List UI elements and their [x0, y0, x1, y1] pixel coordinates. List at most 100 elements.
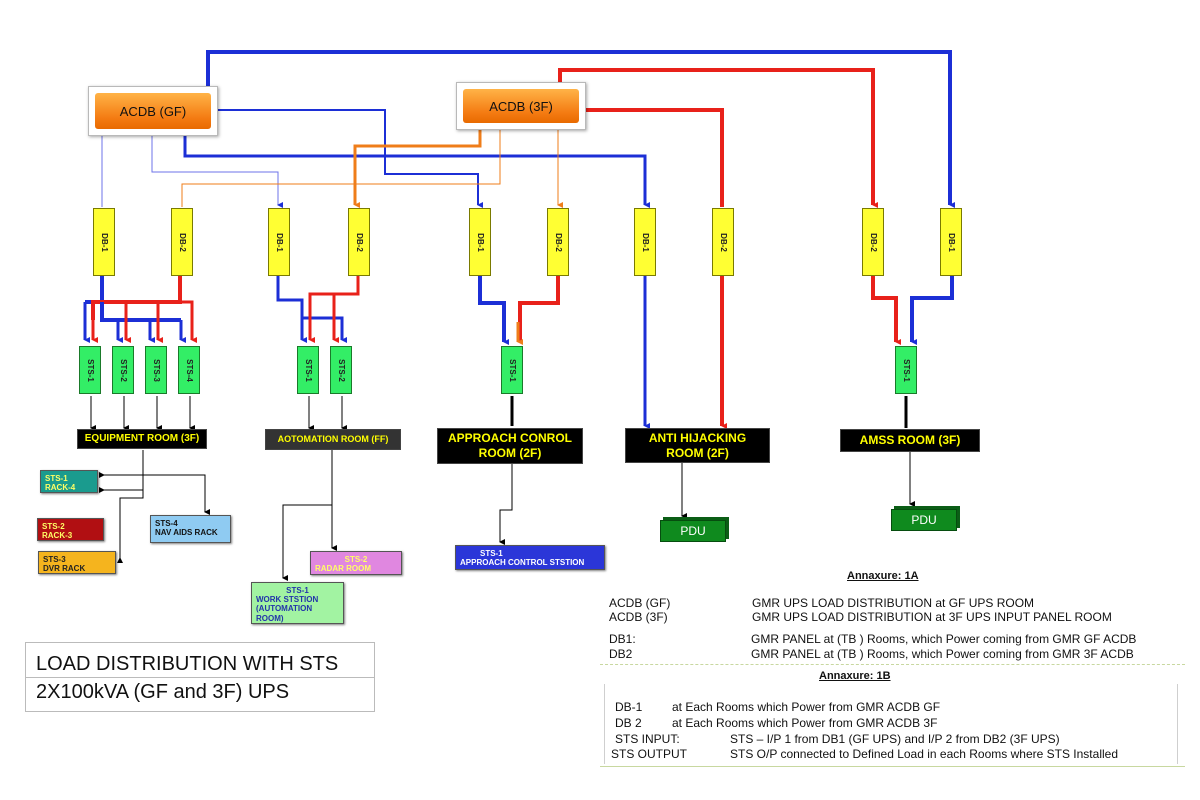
load-label: STS-3 — [43, 555, 66, 564]
db-label: DB-2 — [354, 232, 364, 252]
automation-sts1: STS-1 — [297, 346, 319, 394]
db-label: DB-2 — [553, 232, 563, 252]
annexure-1b-value: STS – I/P 1 from DB1 (GF UPS) and I/P 2 … — [730, 732, 1060, 746]
radar-room-load: STS-2 RADAR ROOM — [310, 551, 402, 575]
equipment-sts1: STS-1 — [79, 346, 101, 394]
automation-sts2: STS-2 — [330, 346, 352, 394]
sts-label: STS-2 — [118, 358, 128, 382]
acdb-3f-label: ACDB (3F) — [463, 89, 579, 123]
annexure-1a-key: DB2 — [609, 647, 633, 661]
anti-hijacking-pdu: PDU — [660, 520, 726, 542]
equipment-sts2: STS-2 — [112, 346, 134, 394]
room-label: ROOM (2F) — [666, 445, 729, 460]
rack3-load: STS-2 RACK-3 — [37, 518, 104, 541]
load-label: WORK STSTION — [256, 595, 319, 605]
db-label: DB-1 — [99, 232, 109, 252]
diagram-title-box: LOAD DISTRIBUTION WITH STS 2X100kVA (GF … — [25, 642, 375, 712]
sts-label: STS-1 — [901, 358, 911, 382]
annexure-1b-value: at Each Rooms which Power from GMR ACDB … — [672, 700, 941, 714]
db-label: DB-2 — [177, 232, 187, 252]
f3-feed-anti — [582, 108, 724, 207]
amss-pdu: PDU — [891, 509, 957, 531]
annexure-1a-key: ACDB (GF) — [609, 596, 671, 610]
load-label: STS-2 — [42, 522, 65, 531]
sts-label: STS-1 — [507, 358, 517, 382]
nav-aids-rack-load: STS-4 NAV AIDS RACK — [150, 515, 231, 543]
approach-db2: DB-2 — [547, 208, 569, 276]
annexure-divider — [600, 664, 1185, 665]
room-label: APPROACH CONROL — [447, 431, 572, 445]
annexure-1b-key: STS INPUT: — [615, 732, 680, 746]
load-label: STS-1 — [480, 549, 503, 558]
load-label: STS-1 — [45, 474, 68, 483]
dvr-rack-load: STS-3 DVR RACK — [38, 551, 116, 574]
anti-db1: DB-1 — [634, 208, 656, 276]
db-label: DB-1 — [274, 232, 284, 252]
annexure-1a-key: ACDB (3F) — [609, 610, 668, 624]
equipment-sts3: STS-3 — [145, 346, 167, 394]
acdb-gf-box: ACDB (GF) — [88, 86, 218, 136]
annexure-1a-heading: Annaxure: 1A — [847, 570, 919, 582]
annexure-bottom-line — [600, 766, 1185, 767]
sts-label: STS-1 — [85, 358, 95, 382]
sts-label: STS-1 — [303, 358, 313, 382]
load-label: RADAR ROOM — [315, 564, 371, 574]
load-label: ROOM) — [256, 613, 284, 623]
annexure-1b-key: DB-1 — [615, 700, 643, 714]
title-line-2: 2X100kVA (GF and 3F) UPS — [36, 681, 290, 703]
automation-db1: DB-1 — [268, 208, 290, 276]
load-label: STS-2 — [344, 555, 368, 564]
approach-db1: DB-1 — [469, 208, 491, 276]
f3-feed-amss — [558, 68, 878, 208]
automation-db2: DB-2 — [348, 208, 370, 276]
annexure-1b-heading: Annaxure: 1B — [819, 670, 891, 682]
approach-control-room: APPROACH CONROL ROOM (2F) — [437, 428, 583, 464]
approach-sts1: STS-1 — [501, 346, 523, 394]
load-label: STS-4 — [155, 519, 178, 528]
rack4-load: STS-1 RACK-4 — [40, 470, 98, 493]
annexure-1b-value: STS O/P connected to Defined Load in eac… — [730, 747, 1118, 761]
annexure-1b-frame — [604, 684, 1178, 764]
db-label: DB-1 — [640, 232, 650, 252]
amss-db2: DB-2 — [862, 208, 884, 276]
annexure-1b-key: STS OUTPUT — [611, 747, 688, 761]
amss-room: AMSS ROOM (3F) — [840, 429, 980, 452]
db-label: DB-2 — [718, 232, 728, 252]
sts-label: STS-2 — [336, 358, 346, 382]
annexure-1a-value: GMR PANEL at (TB ) Rooms, which Power co… — [751, 647, 1134, 661]
db-label: DB-2 — [868, 232, 878, 252]
title-line-1: LOAD DISTRIBUTION WITH STS — [36, 653, 339, 675]
gf-feed-amss — [206, 50, 955, 208]
annexure-1a-value: GMR UPS LOAD DISTRIBUTION at GF UPS ROOM — [752, 596, 1035, 610]
room-label: ANTI HIJACKING — [648, 430, 747, 445]
f3-feed-equipment — [181, 128, 501, 207]
amss-sts1: STS-1 — [895, 346, 917, 394]
annexure-1b-key: DB 2 — [615, 716, 642, 730]
f3-feed-automation — [353, 128, 482, 208]
anti-hijacking-room: ANTI HIJACKING ROOM (2F) — [625, 428, 770, 463]
acdb-3f-box: ACDB (3F) — [456, 82, 586, 130]
amss-db1: DB-1 — [940, 208, 962, 276]
load-label: RACK-4 — [45, 483, 76, 493]
annexure-1a-value: GMR UPS LOAD DISTRIBUTION at 3F UPS INPU… — [752, 610, 1112, 624]
gf-feed-anti — [183, 130, 650, 208]
load-label: APPROACH CONTROL STSTION — [460, 558, 585, 568]
load-label: RACK-3 — [42, 531, 73, 541]
load-label: (AUTOMATION — [256, 604, 313, 614]
equipment-room: EQUIPMENT ROOM (3F) — [77, 429, 207, 449]
approach-control-station-load: STS-1 APPROACH CONTROL STSTION — [455, 545, 605, 570]
load-label: NAV AIDS RACK — [155, 528, 218, 538]
load-label: DVR RACK — [43, 564, 86, 574]
automation-room: AOTOMATION ROOM (FF) — [265, 429, 401, 450]
equipment-db2: DB-2 — [171, 208, 193, 276]
db-label: DB-1 — [475, 232, 485, 252]
work-station-load: STS-1 WORK STSTION (AUTOMATION ROOM) — [251, 582, 344, 624]
gf-feed-automation — [151, 130, 283, 208]
title-divider — [26, 677, 374, 678]
equipment-sts4: STS-4 — [178, 346, 200, 394]
annexure-1a-key: DB1: — [609, 632, 636, 646]
annexure-1a-value: GMR PANEL at (TB ) Rooms, which Power co… — [751, 632, 1137, 646]
equipment-db1: DB-1 — [93, 208, 115, 276]
sts-label: STS-3 — [151, 358, 161, 382]
